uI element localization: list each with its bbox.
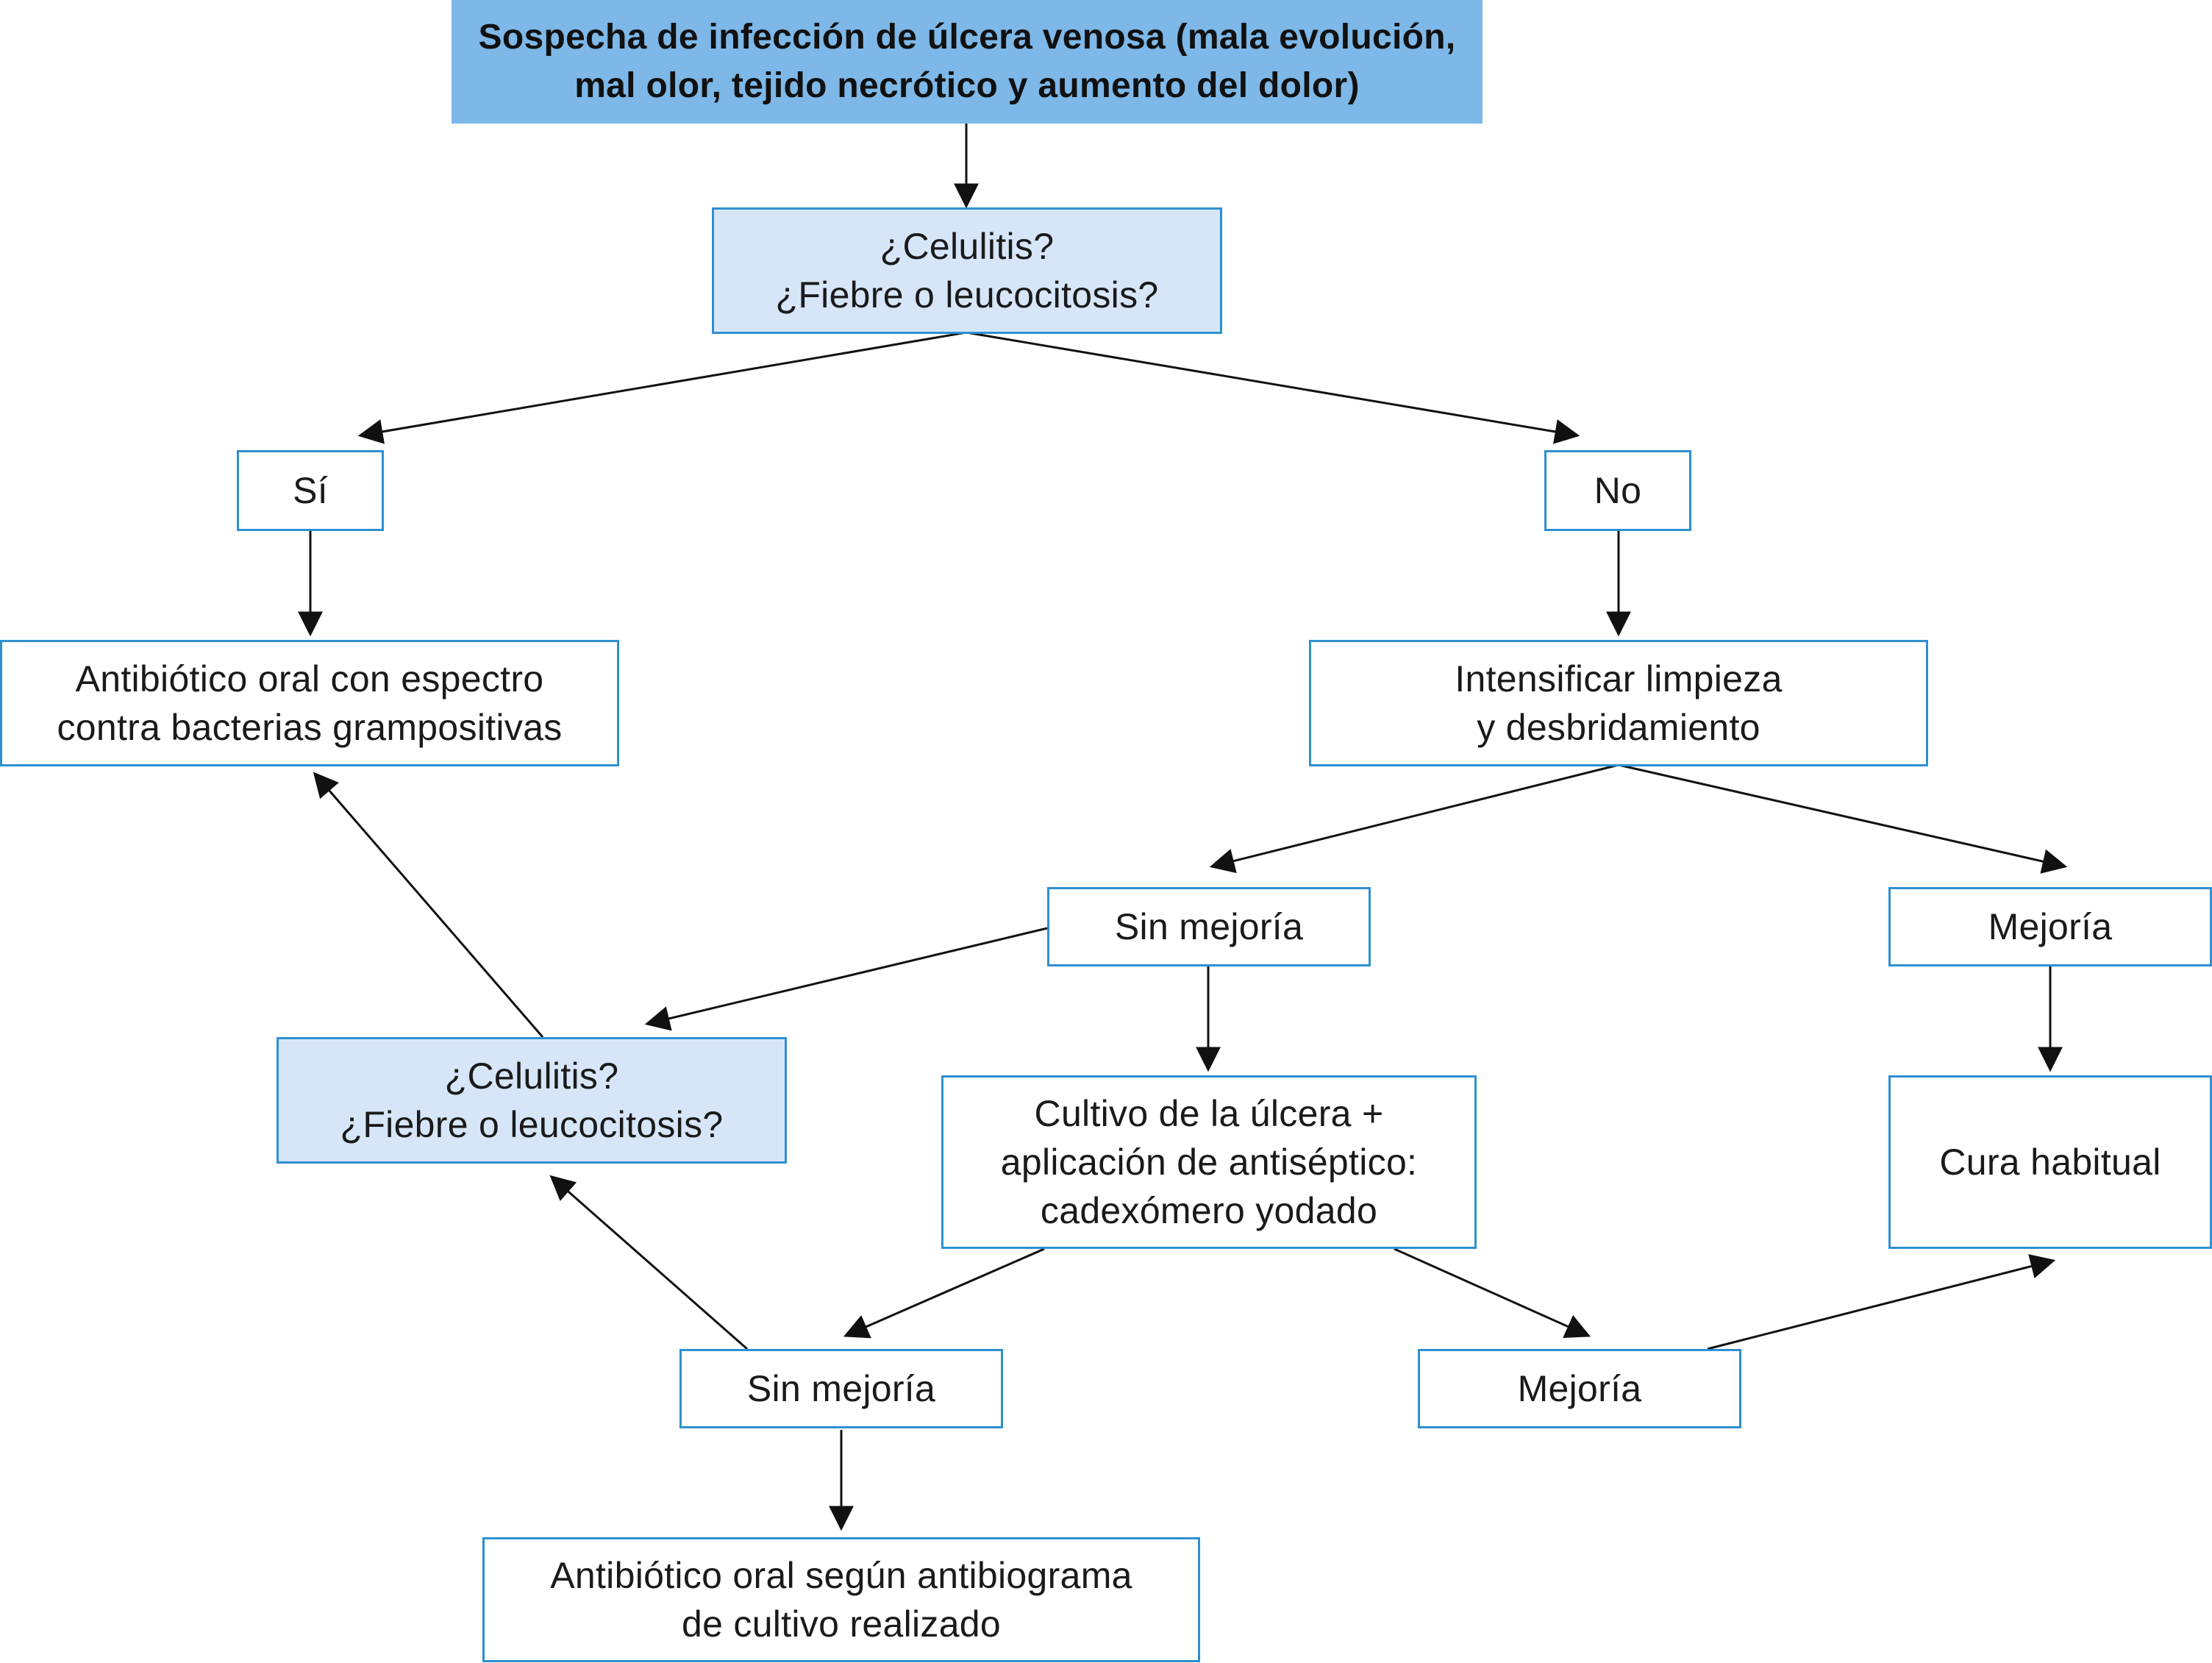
arrow-no-improve2-to-question2 bbox=[549, 1175, 748, 1350]
yes-label: Sí bbox=[293, 470, 328, 511]
question2-line-2: ¿Fiebre o leucocitosis? bbox=[340, 1104, 724, 1145]
usual-care-label: Cura habitual bbox=[1939, 1142, 2161, 1183]
no-improve2-label: Sin mejoría bbox=[746, 1368, 936, 1409]
no-improve1-box: Sin mejoría bbox=[1047, 887, 1371, 966]
no-label: No bbox=[1594, 470, 1642, 511]
improve2-box: Mejoría bbox=[1418, 1349, 1741, 1428]
arrow-intensify-to-improve1 bbox=[1618, 763, 2068, 874]
improve1-box: Mejoría bbox=[1888, 887, 2212, 966]
question1-line-2: ¿Fiebre o leucocitosis? bbox=[775, 274, 1159, 316]
no-box: No bbox=[1544, 450, 1691, 531]
yes-box: Sí bbox=[237, 450, 384, 531]
question2-line-1: ¿Celulitis? bbox=[444, 1055, 619, 1097]
antibiotic-gram-box: Antibiótico oral con espectro contra bac… bbox=[0, 640, 619, 766]
arrow-intensify-to-no-improve1 bbox=[1209, 763, 1619, 874]
arrow-improve2-to-usual-care bbox=[1707, 1254, 2056, 1350]
no-improve1-label: Sin mejoría bbox=[1114, 906, 1304, 947]
no-improve2-box: Sin mejoría bbox=[679, 1349, 1003, 1428]
usual-care-box: Cura habitual bbox=[1888, 1075, 2212, 1249]
improve2-label: Mejoría bbox=[1517, 1368, 1642, 1409]
intensify-line-2: y desbridamiento bbox=[1477, 707, 1760, 748]
culture-box: Cultivo de la úlcera + aplicación de ant… bbox=[941, 1075, 1477, 1249]
arrow-culture-to-improve2 bbox=[1394, 1247, 1591, 1339]
antibiotic-culture-box: Antibiótico oral según antibiograma de c… bbox=[482, 1537, 1200, 1662]
intensify-line-1: Intensificar limpieza bbox=[1455, 658, 1783, 699]
culture-line-1: Cultivo de la úlcera + bbox=[1034, 1093, 1384, 1134]
culture-line-3: cadexómero yodado bbox=[1040, 1190, 1378, 1231]
antibiotic-culture-line-1: Antibiótico oral según antibiograma bbox=[550, 1555, 1132, 1596]
intensify-box: Intensificar limpieza y desbridamiento bbox=[1309, 640, 1928, 766]
arrow-no-improve1-to-question2 bbox=[644, 927, 1048, 1031]
question1-line-1: ¿Celulitis? bbox=[880, 226, 1055, 267]
improve1-label: Mejoría bbox=[1988, 906, 2113, 947]
start-box: Sospecha de infección de úlcera venosa (… bbox=[452, 0, 1483, 124]
antibiotic-gram-line-2: contra bacterias grampositivas bbox=[57, 707, 563, 748]
antibiotic-gram-line-1: Antibiótico oral con espectro bbox=[75, 658, 544, 699]
arrow-question1-to-yes bbox=[357, 331, 967, 444]
question2-box: ¿Celulitis? ¿Fiebre o leucocitosis? bbox=[276, 1037, 787, 1164]
arrow-question2-to-antibiotic bbox=[313, 772, 544, 1038]
start-line-1: Sospecha de infección de úlcera venosa (… bbox=[478, 18, 1456, 57]
antibiotic-culture-line-2: de cultivo realizado bbox=[681, 1603, 1002, 1645]
arrow-culture-to-no-improve2 bbox=[843, 1247, 1045, 1339]
question1-box: ¿Celulitis? ¿Fiebre o leucocitosis? bbox=[712, 207, 1222, 334]
arrow-question1-to-no bbox=[966, 331, 1580, 444]
culture-line-2: aplicación de antiséptico: bbox=[1000, 1142, 1418, 1183]
start-line-2: mal olor, tejido necrótico y aumento del… bbox=[574, 66, 1360, 105]
